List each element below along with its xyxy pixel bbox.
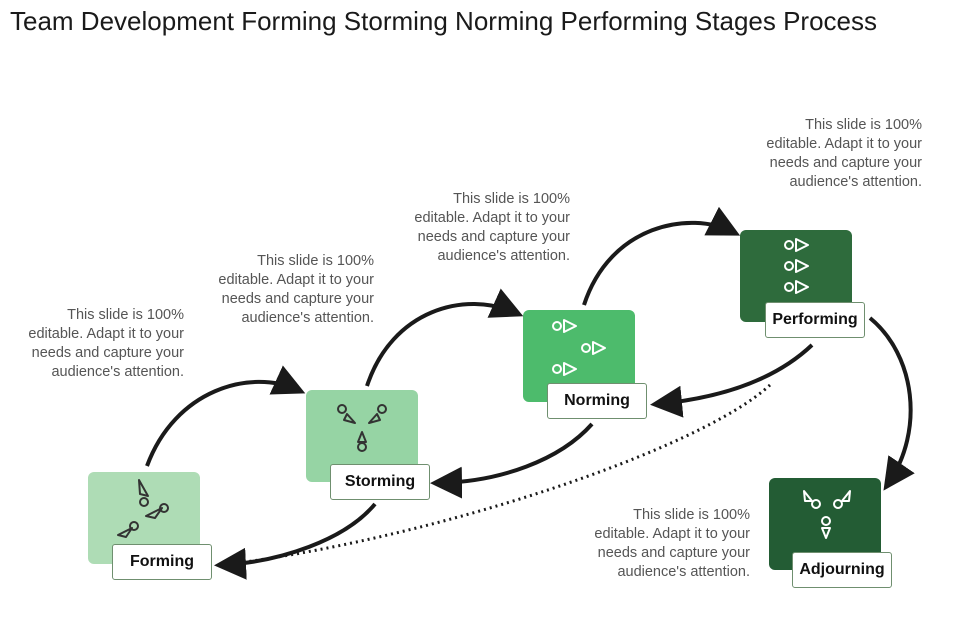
- three-people-inward-icon: [117, 479, 169, 538]
- staggered-people-icon: [552, 319, 606, 376]
- dotted-return-path: [221, 383, 772, 567]
- arrow-performing-to-norming: [650, 343, 814, 418]
- aligned-people-icon: [784, 238, 809, 294]
- norming-label: Norming: [547, 383, 647, 419]
- storming-description: This slide is 100% editable. Adapt it to…: [218, 253, 374, 326]
- slide-title: Team Development Forming Storming Normin…: [10, 6, 878, 36]
- three-people-diverging-icon: [337, 404, 387, 452]
- performing-label: Performing: [765, 302, 865, 338]
- performing-description: This slide is 100% editable. Adapt it to…: [766, 117, 922, 190]
- arrow-norming-to-performing: [582, 206, 741, 306]
- arrow-storming-to-forming: [214, 502, 377, 580]
- arrow-performing-to-adjourning: [868, 316, 915, 491]
- norming-description: This slide is 100% editable. Adapt it to…: [414, 191, 570, 264]
- dispersing-people-icon: [803, 490, 851, 539]
- adjourning-description: This slide is 100% editable. Adapt it to…: [594, 507, 750, 580]
- forming-description: This slide is 100% editable. Adapt it to…: [28, 307, 184, 380]
- arrow-storming-to-norming: [365, 288, 524, 387]
- arrow-forming-to-storming: [145, 365, 306, 467]
- storming-label: Storming: [330, 464, 430, 500]
- forming-label: Forming: [112, 544, 212, 580]
- arrow-norming-to-storming: [430, 422, 594, 499]
- adjourning-label: Adjourning: [792, 552, 892, 588]
